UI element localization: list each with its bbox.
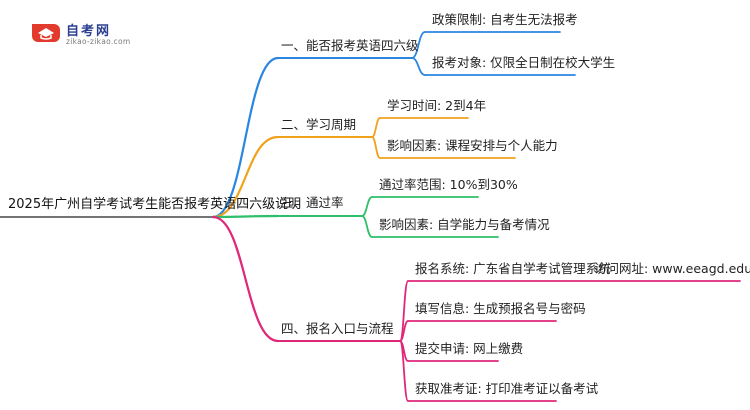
branch-4-label: 四、报名入口与流程 — [281, 321, 394, 336]
branch-3-connector — [211, 214, 280, 219]
branch-4-child-1: 报名系统: 广东省自学考试管理系统 — [415, 261, 611, 276]
branch-4-child-4-connector — [399, 340, 409, 402]
logo-icon — [30, 22, 62, 48]
branch-3-label: 三、通过率 — [281, 195, 344, 210]
branch-1-label: 一、能否报考英语四六级 — [281, 38, 419, 53]
branch-2-child-2: 影响因素: 课程安排与个人能力 — [387, 138, 558, 153]
root-topic: 2025年广州自学考试考生能否报考英语四六级说明 — [8, 197, 302, 212]
branch-2-child-1-connector — [371, 117, 381, 138]
branch-2-connector — [211, 135, 280, 219]
branch-1-child-1-connector — [411, 31, 426, 59]
branch-4-child-4: 获取准考证: 打印准考证以备考试 — [415, 381, 599, 396]
branch-1-connector — [211, 56, 280, 219]
logo-name: 自考网 — [66, 24, 112, 39]
branch-2-label: 二、学习周期 — [281, 117, 357, 132]
branch-2-child-2-connector — [371, 136, 381, 159]
branch-3-child-1: 通过率范围: 10%到30% — [379, 177, 518, 192]
branch-2-child-1: 学习时间: 2到4年 — [387, 98, 487, 113]
branch-3-child-2-connector — [361, 215, 373, 238]
branch-4-child-2: 填写信息: 生成预报名号与密码 — [415, 301, 586, 316]
branch-3-child-1-connector — [361, 196, 373, 217]
branch-3-child-2: 影响因素: 自学能力与备考情况 — [379, 217, 550, 232]
branch-1-child-2-connector — [411, 57, 426, 76]
branch-1-child-1: 政策限制: 自考生无法报考 — [432, 12, 578, 27]
branch-4-extra: 访问网址: www.eeagd.edu.cn/selfec/ — [594, 261, 750, 276]
logo-url: zikao-zikao.com — [66, 37, 131, 46]
branch-4-connector — [211, 215, 280, 343]
branch-4-child-3: 提交申请: 网上缴费 — [415, 341, 524, 356]
branch-1-child-2: 报考对象: 仅限全日制在校大学生 — [432, 55, 616, 70]
